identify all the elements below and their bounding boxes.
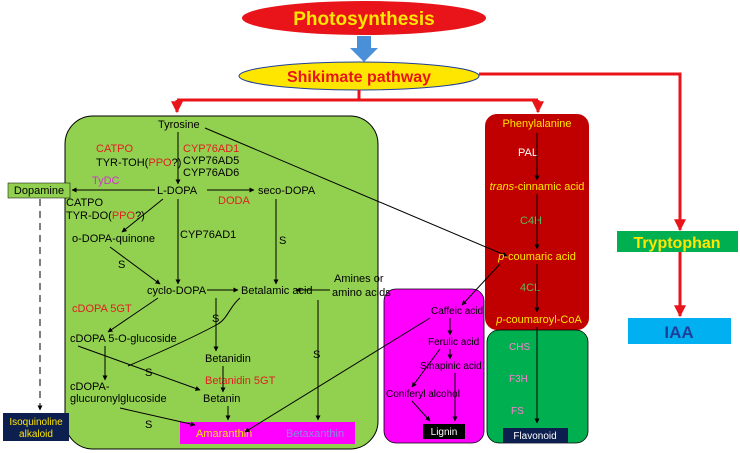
- fs-enzyme: FS: [511, 406, 524, 417]
- betanidin: Betanidin: [205, 353, 251, 365]
- isoquinoline-box: [3, 413, 69, 441]
- catpo-enzyme-2: CATPO: [66, 197, 104, 209]
- lignin-panel: [383, 288, 485, 444]
- photosynthesis-ellipse: [242, 1, 486, 35]
- f3h-enzyme: F3H: [509, 374, 528, 385]
- dopamine: Dopamine: [14, 185, 64, 197]
- tydc-enzyme: TyDC: [92, 175, 120, 187]
- spontaneous-label: S: [145, 419, 152, 431]
- betanidin-5gt-enzyme: Betanidin 5GT: [205, 375, 276, 387]
- tryptophan: Tryptophan: [633, 235, 720, 252]
- chs-enzyme: CHS: [509, 342, 530, 353]
- coniferyl-alcohol: Coniferyl alcohol: [386, 389, 460, 400]
- cdopa-glucuronylglucoside: glucuronylglucoside: [70, 393, 167, 405]
- cyp76ad5-enzyme: CYP76AD5: [183, 155, 239, 167]
- pal-enzyme: PAL: [518, 147, 538, 159]
- spontaneous-label: S: [279, 235, 286, 247]
- cdopa-5-o-glucoside: cDOPA 5-O-glucoside: [70, 333, 177, 345]
- betalamic-acid: Betalamic acid: [241, 285, 313, 297]
- betaxanthin: Betaxanthin: [286, 428, 344, 440]
- lignin-arrows: [244, 317, 458, 433]
- catpo-enzyme: CATPO: [96, 143, 134, 155]
- isoquinoline-alkaloid: alkaloid: [19, 429, 53, 440]
- p-coumaric-acid: p-coumaric acid: [497, 251, 576, 263]
- cyclo-dopa: cyclo-DOPA: [147, 285, 207, 297]
- cyp76ad1-enzyme-2: CYP76AD1: [180, 229, 236, 241]
- blue-down-arrow: [350, 36, 378, 62]
- isoquinoline-alkaloid: Isoquinoline: [9, 417, 63, 428]
- tryptophan-box: [617, 231, 738, 252]
- betalain-panel: [64, 115, 379, 450]
- trans-cinnamic-acid: trans-cinnamic acid: [490, 181, 585, 193]
- photosynthesis-label: Photosynthesis: [293, 9, 434, 30]
- 4cl-enzyme: 4CL: [520, 282, 540, 294]
- seco-dopa: seco-DOPA: [258, 185, 316, 197]
- amino-acids-label: amino acids: [332, 287, 391, 299]
- flavonoid: Flavonoid: [513, 431, 556, 442]
- pigment-box: [180, 422, 355, 444]
- caffeic-acid: Caffeic acid: [431, 306, 483, 317]
- amaranthin: Amaranthin: [196, 428, 252, 440]
- phenyl-arrows: [461, 133, 540, 424]
- flavonoid-box: [503, 428, 568, 443]
- sinapinic-acid: Sinapinic acid: [420, 361, 482, 372]
- lignin-box: [423, 424, 465, 439]
- dopamine-box: [7, 182, 71, 199]
- betalain-arrows: [37, 127, 508, 427]
- ferulic-acid: Ferulic acid: [428, 337, 479, 348]
- doda-enzyme: DODA: [218, 195, 250, 207]
- iaa-box: [628, 318, 731, 344]
- p-coumaroyl-coa: p-coumaroyl-CoA: [495, 314, 582, 326]
- cyp76ad1-enzyme: CYP76AD1: [183, 143, 239, 155]
- o-dopa-quinone: o-DOPA-quinone: [72, 233, 155, 245]
- cdopa-glucuronylglucoside: cDOPA-: [70, 381, 110, 393]
- shikimate-label: Shikimate pathway: [287, 69, 431, 86]
- c4h-enzyme: C4H: [520, 215, 542, 227]
- tyr-toh-enzyme: TYR-TOH(PPO?): [96, 157, 181, 169]
- iaa: IAA: [664, 323, 693, 342]
- betanin: Betanin: [203, 393, 240, 405]
- spontaneous-label: S: [313, 349, 320, 361]
- red-connectors: [171, 72, 686, 318]
- phenylalanine: Phenylalanine: [502, 118, 571, 130]
- lignin: Lignin: [431, 427, 458, 438]
- cdopa-5gt-enzyme: cDOPA 5GT: [72, 303, 132, 315]
- spontaneous-label: S: [145, 367, 152, 379]
- tyr-do-enzyme: TYR-DO(PPO?): [66, 210, 145, 222]
- spontaneous-label: S: [118, 259, 125, 271]
- cyp76ad6-enzyme: CYP76AD6: [183, 167, 239, 179]
- tyrosine: Tyrosine: [158, 119, 200, 131]
- amines-label: Amines or: [334, 273, 384, 285]
- l-dopa: L-DOPA: [157, 185, 198, 197]
